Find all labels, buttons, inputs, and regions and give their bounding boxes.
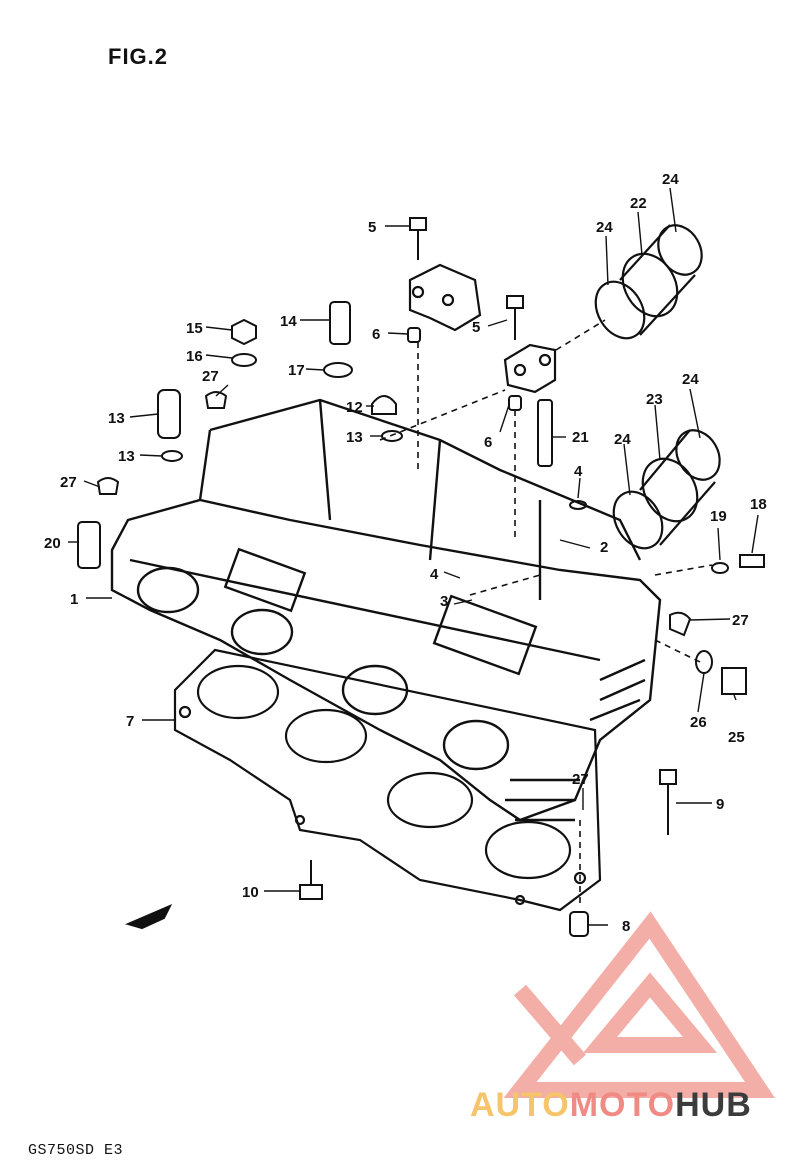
callout-25: 25 [728, 729, 745, 746]
callout-18: 18 [750, 496, 767, 513]
callout-13-b: 13 [118, 448, 135, 465]
cylinder-head [110, 398, 662, 822]
callout-5-top: 5 [368, 219, 376, 236]
callout-12: 13 [108, 410, 125, 427]
callout-24-a: 24 [662, 171, 679, 188]
callout-22: 22 [630, 195, 647, 212]
watermark-logo [503, 911, 775, 1098]
watermark-brand: AUTOMOTOHUB [470, 1086, 752, 1125]
callout-24-d: 24 [614, 431, 631, 448]
callout-3: 3 [440, 593, 448, 610]
model-code: GS750SD E3 [28, 1142, 124, 1159]
assembly-lines [379, 319, 713, 905]
callout-16: 16 [186, 348, 203, 365]
callout-24-c: 24 [682, 371, 699, 388]
callout-labels: 5 5 6 6 14 15 16 17 27 12 13 13 13 27 20… [44, 171, 767, 935]
callout-4-upper: 4 [574, 463, 583, 480]
callout-10: 10 [242, 884, 259, 901]
callout-20: 20 [44, 535, 61, 552]
callout-9: 9 [716, 796, 724, 813]
brand-auto: AUTO [470, 1086, 570, 1124]
callout-23: 23 [646, 391, 663, 408]
callout-4-lower: 4 [430, 566, 439, 583]
callout-8: 8 [622, 918, 630, 935]
callout-21: 21 [572, 429, 589, 446]
brand-hub: HUB [675, 1086, 752, 1124]
leader-lines [68, 187, 759, 926]
callout-14: 14 [280, 313, 297, 330]
callout-2: 2 [600, 539, 608, 556]
callout-7: 7 [126, 713, 134, 730]
callout-19: 19 [710, 508, 727, 525]
head-gasket [173, 648, 602, 912]
camshaft-caps [408, 263, 557, 394]
callout-24-b: 24 [596, 219, 613, 236]
callout-6-mid: 6 [484, 434, 492, 451]
callout-11: 12 [346, 399, 363, 416]
callout-15: 15 [186, 320, 203, 337]
brand-moto: MOTO [569, 1086, 676, 1124]
callout-5-mid: 5 [472, 319, 480, 336]
hardware [77, 217, 765, 937]
callout-27-d: 27 [572, 771, 589, 788]
callout-27-c: 27 [732, 612, 749, 629]
callout-27-a: 27 [202, 368, 219, 385]
callout-27-b: 27 [60, 474, 77, 491]
figure-title: FIG.2 [108, 44, 169, 69]
intake-pipe-lower [612, 429, 721, 550]
callout-13-a: 13 [346, 429, 363, 446]
callout-6-top: 6 [372, 326, 380, 343]
callout-1: 1 [70, 591, 78, 608]
intake-pipe-upper [594, 224, 703, 340]
callout-26: 26 [690, 714, 707, 731]
callout-17: 17 [288, 362, 305, 379]
